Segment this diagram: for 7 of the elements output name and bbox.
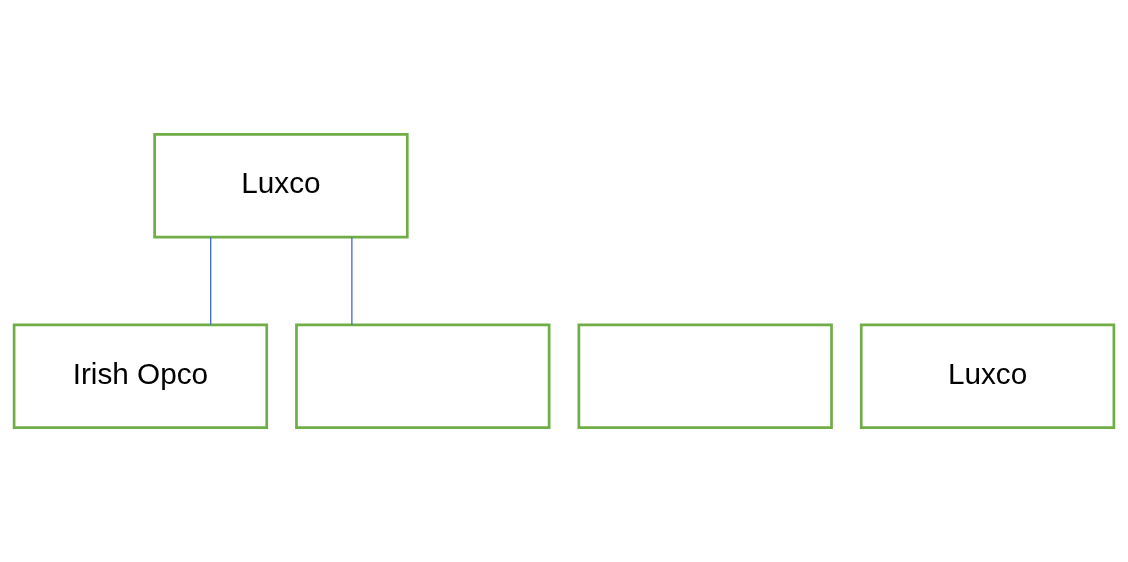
node-box [295,323,551,429]
connector [351,236,353,326]
node-box: Luxco [153,133,409,239]
node-box: Luxco [859,323,1116,429]
node-box [577,323,833,429]
connector [210,236,212,326]
node-box: Irish Opco [12,323,269,429]
